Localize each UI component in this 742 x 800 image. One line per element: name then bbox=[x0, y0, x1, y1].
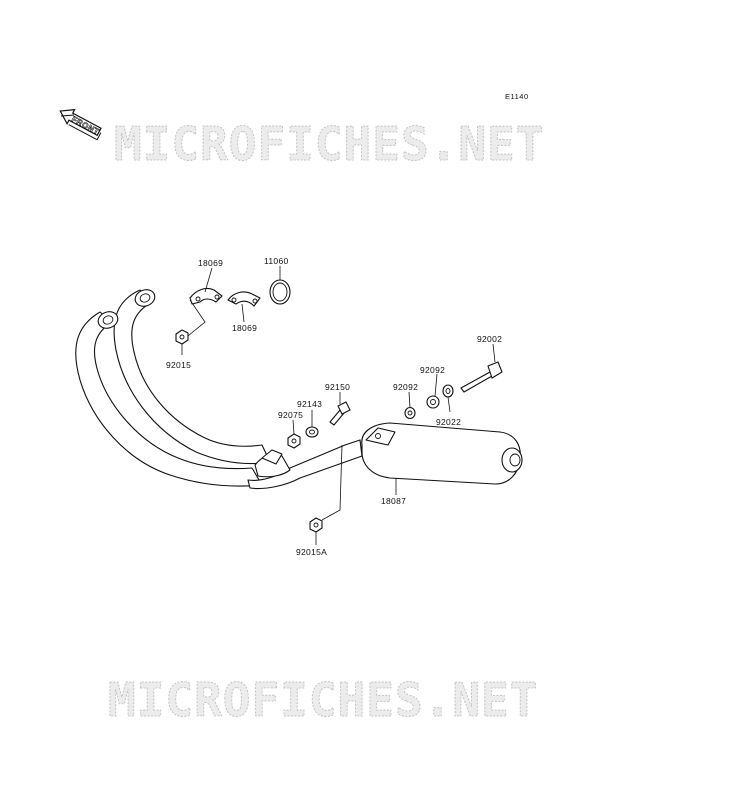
gasket-11060 bbox=[269, 279, 291, 305]
label-92150: 92150 bbox=[325, 382, 350, 392]
bolt-92002 bbox=[460, 361, 503, 393]
watermark-top: MICROFICHES.NET bbox=[114, 117, 544, 171]
nut-92075 bbox=[287, 433, 301, 449]
label-92075: 92075 bbox=[278, 410, 303, 420]
bolt-92150 bbox=[329, 401, 351, 426]
watermark-bottom: MICROFICHES.NET bbox=[108, 673, 538, 727]
front-arrow-icon: FRONT bbox=[59, 108, 102, 141]
label-92015: 92015 bbox=[166, 360, 191, 370]
clamp-18069-top bbox=[189, 287, 223, 305]
label-11060: 11060 bbox=[264, 256, 289, 266]
clamp-18069-bottom bbox=[227, 291, 261, 307]
label-18069-top: 18069 bbox=[198, 258, 223, 268]
collar-92143 bbox=[305, 426, 319, 438]
label-92022: 92022 bbox=[436, 417, 461, 427]
diagram-code: E1140 bbox=[505, 92, 529, 101]
label-92015A: 92015A bbox=[296, 547, 327, 557]
label-92092-b: 92092 bbox=[393, 382, 418, 392]
grommet-92092-b bbox=[404, 406, 416, 420]
label-92143: 92143 bbox=[297, 399, 322, 409]
exhaust-header-pipes bbox=[75, 289, 363, 490]
nut-92015A bbox=[309, 517, 323, 533]
label-92092-a: 92092 bbox=[420, 365, 445, 375]
label-18087: 18087 bbox=[381, 496, 406, 506]
label-18069-bottom: 18069 bbox=[232, 323, 257, 333]
grommet-92092-a bbox=[426, 395, 440, 409]
washer-92022 bbox=[442, 384, 454, 398]
label-92002: 92002 bbox=[477, 334, 502, 344]
muffler bbox=[361, 422, 523, 485]
nut-92015 bbox=[175, 329, 189, 345]
leader-lines bbox=[181, 266, 496, 545]
